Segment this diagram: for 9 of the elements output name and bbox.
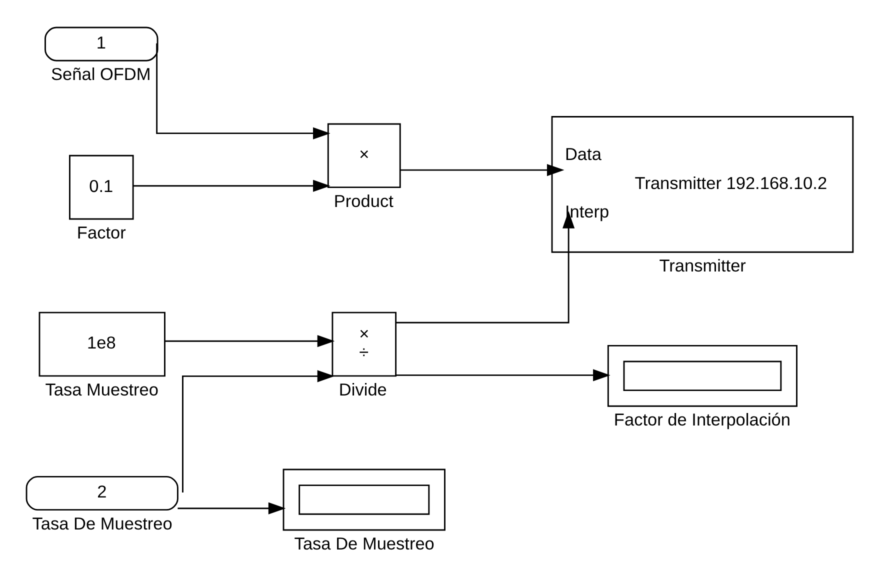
node-label: Divide [338, 380, 387, 400]
node-label: Transmitter [659, 256, 746, 276]
node-label: Factor de Interpolación [614, 410, 791, 430]
node-label: Señal OFDM [51, 64, 151, 84]
node-label: Tasa Muestreo [45, 380, 158, 400]
node-label: Tasa De Muestreo [294, 534, 434, 554]
node-label: Product [334, 190, 394, 211]
node-label: Factor [76, 222, 126, 243]
node-label: Tasa De Muestreo [32, 513, 172, 534]
